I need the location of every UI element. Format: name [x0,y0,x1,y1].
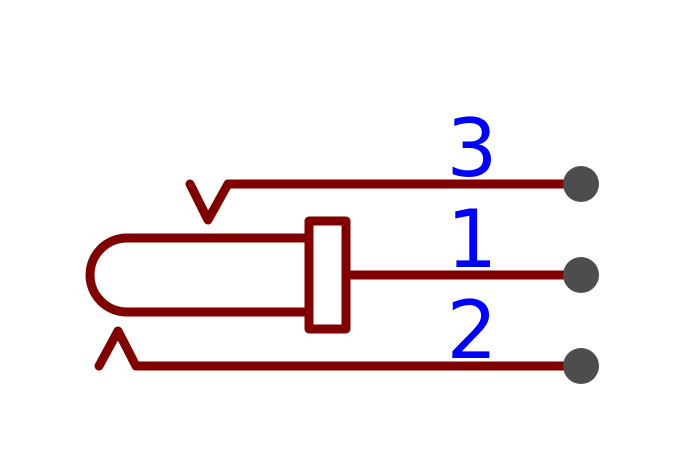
pin-1-endpoint[interactable] [563,257,599,293]
pin-1-number: 1 [447,193,498,286]
pin-2-endpoint[interactable] [563,348,599,384]
pin-2-lead [94,326,586,371]
pin-2-number: 2 [447,284,498,377]
pin-3-endpoint[interactable] [563,166,599,202]
pin-3-lead [185,179,586,225]
lamp-body-outline [85,233,313,317]
pin-3-number: 3 [447,102,498,195]
lamp-collar [304,216,351,334]
